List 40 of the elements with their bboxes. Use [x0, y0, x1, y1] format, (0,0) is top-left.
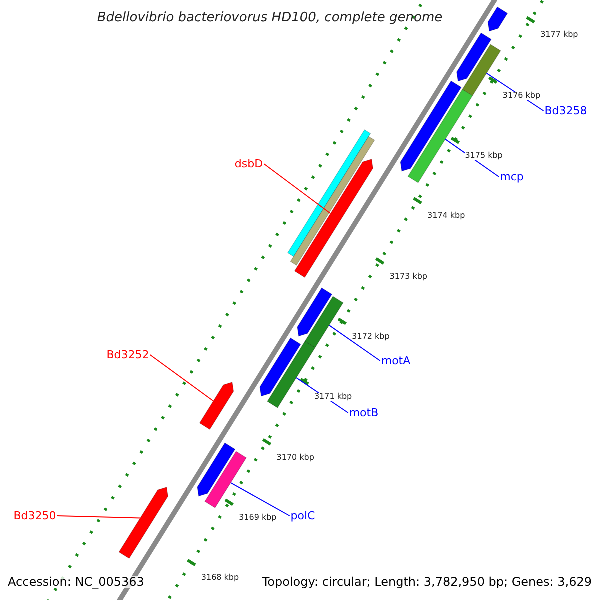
scale-label: 3169 kbp: [239, 514, 277, 522]
topology-note: Topology: circular; Length: 3,782,950 bp; Genes: 3,629: [262, 576, 592, 588]
scale-label: 3174 kbp: [428, 212, 466, 220]
accession-note: Accession: NC_005363: [8, 576, 144, 588]
gene-label: mcp: [500, 172, 524, 182]
scale-label: 3175 kbp: [465, 152, 503, 160]
gene-block: [462, 44, 502, 96]
gene-label: Bd3250: [14, 510, 56, 522]
scale-label: 3176 kbp: [502, 92, 541, 100]
gene-block: [488, 6, 508, 32]
scale-label: 3168 kbp: [201, 574, 240, 582]
gene-label: Bd3252: [106, 350, 150, 360]
gene-block: [290, 136, 376, 266]
gene-block: [294, 158, 374, 278]
leader-line: [150, 354, 214, 402]
scale-label: 3171 kbp: [314, 393, 352, 402]
gene-label: Bd3258: [544, 106, 588, 116]
gene-block: [304, 296, 344, 348]
gene-label: polC: [290, 510, 316, 522]
scale-label: 3173 kbp: [390, 272, 428, 281]
scale-label: 3170 kbp: [276, 454, 314, 462]
leader-line: [56, 516, 141, 519]
gene-block: [297, 288, 333, 337]
gene-block: [197, 442, 236, 497]
gene-label: motB: [349, 408, 379, 418]
leader-line: [264, 164, 332, 214]
gene-block: [204, 451, 247, 508]
gene-block: [267, 341, 316, 408]
leader-line: [230, 482, 290, 516]
gene-label: motA: [381, 356, 411, 366]
gene-block: [199, 382, 234, 430]
title: Bdellovibrio bacteriovorus HD100, complete genome: [97, 12, 443, 24]
gene-label: dsbD: [234, 158, 264, 170]
gene-block: [260, 338, 302, 397]
gene-block: [400, 80, 462, 172]
gene-block: [118, 487, 168, 559]
scale-label: 3172 kbp: [352, 332, 390, 341]
gene-block: [287, 130, 372, 258]
gene-block: [456, 32, 492, 82]
scale-label: 3177 kbp: [540, 31, 578, 40]
